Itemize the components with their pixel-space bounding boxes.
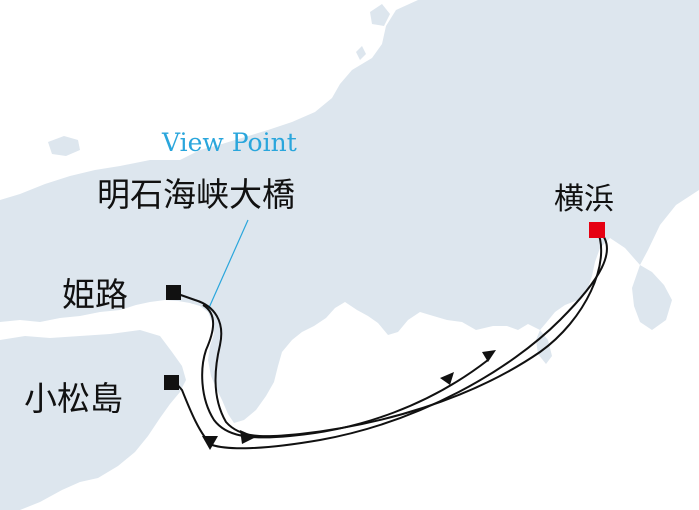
bridge-label: 明石海峡大橋 — [97, 175, 295, 214]
land-boso-peninsula — [632, 265, 672, 330]
direction-arrow-icon — [240, 430, 256, 444]
land-honshu — [0, 0, 699, 423]
port-marker-himeji — [166, 285, 181, 300]
direction-arrow-icon — [440, 372, 454, 385]
land-sado-island — [370, 4, 390, 26]
port-marker-yokohama — [589, 222, 605, 238]
direction-arrow-icon — [482, 350, 496, 362]
port-label-yokohama: 横浜 — [554, 182, 614, 217]
viewpoint-label: View Point — [162, 128, 297, 157]
bridge-leader-line — [207, 219, 249, 311]
route-line-himeji — [174, 229, 603, 438]
port-marker-komatsushima — [164, 375, 179, 390]
land-oki-islands — [48, 136, 80, 156]
direction-arrow-icon — [202, 436, 218, 450]
land-shikoku — [0, 330, 186, 510]
land-noto-islet — [356, 46, 366, 60]
port-label-komatsushima: 小松島 — [24, 379, 123, 418]
route-line-inner — [201, 304, 489, 439]
port-label-himeji: 姫路 — [62, 275, 128, 314]
